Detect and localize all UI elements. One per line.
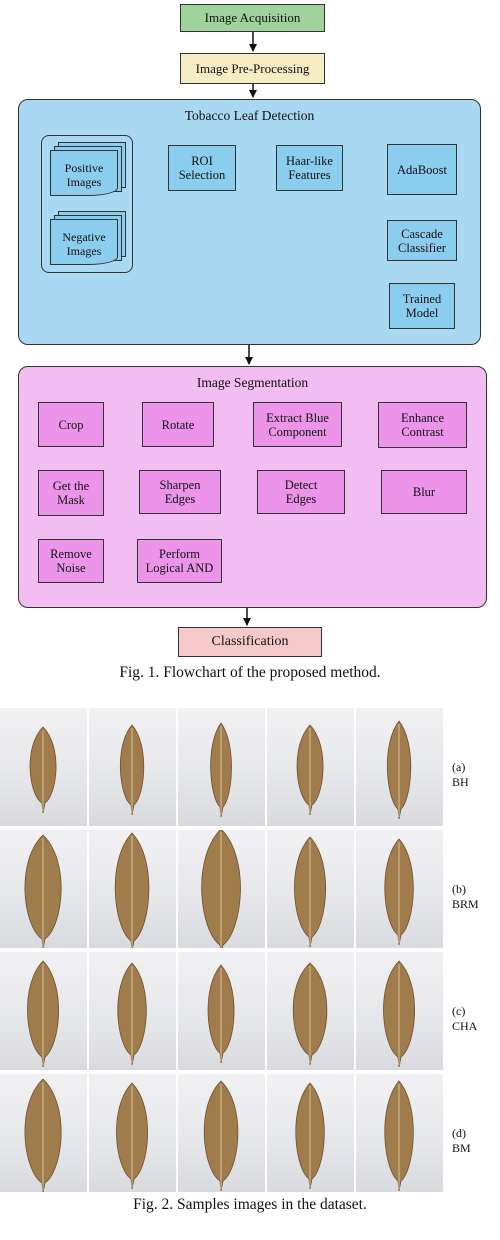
segmentation-title: Image Segmentation xyxy=(196,375,309,390)
cascade-classifier-box: Cascade Classifier xyxy=(387,220,457,261)
figure-2-caption: Fig. 2. Samples images in the dataset. xyxy=(133,1196,367,1213)
tobacco-leaf-image xyxy=(384,1080,414,1192)
dataset-row-label: (c) CHA xyxy=(452,1004,478,1033)
sample-image xyxy=(178,708,265,826)
sample-image xyxy=(267,830,354,948)
tobacco-leaf-image xyxy=(27,960,60,1068)
tobacco-leaf-image xyxy=(296,724,324,816)
rotate-box: Rotate xyxy=(142,402,214,447)
sample-image xyxy=(178,1074,265,1192)
sample-image xyxy=(356,830,443,948)
tobacco-leaf-image xyxy=(29,726,57,814)
roi-selection-box: ROI Selection xyxy=(168,145,236,191)
image-preprocessing-box: Image Pre-Processing xyxy=(180,53,325,84)
dataset-sample-grid: (a) BH (b) BRM (c) CHA (d) BM xyxy=(0,708,479,1192)
tobacco-leaf-image xyxy=(114,832,150,948)
tobacco-leaf-image xyxy=(207,964,235,1064)
tobacco-leaf-image xyxy=(387,720,412,820)
tobacco-leaf-image xyxy=(24,834,62,948)
sample-image xyxy=(0,952,87,1070)
sharpen-edges-box: Sharpen Edges xyxy=(139,470,221,514)
sample-image xyxy=(356,952,443,1070)
detection-title: Tobacco Leaf Detection xyxy=(184,108,315,123)
dataset-row-label: (d) BM xyxy=(452,1126,471,1155)
tobacco-leaf-image xyxy=(116,1082,149,1190)
sample-image xyxy=(356,1074,443,1192)
sample-image xyxy=(356,708,443,826)
tobacco-leaf-image xyxy=(24,1078,62,1192)
sample-image xyxy=(178,952,265,1070)
sample-image xyxy=(267,952,354,1070)
tobacco-leaf-image xyxy=(292,962,328,1066)
sample-image xyxy=(0,1074,87,1192)
tobacco-leaf-image xyxy=(203,1080,239,1192)
get-mask-box: Get the Mask xyxy=(38,470,104,516)
tobacco-leaf-image xyxy=(294,836,327,948)
classification-box: Classification xyxy=(178,627,322,657)
adaboost-box: AdaBoost xyxy=(387,144,457,195)
tobacco-leaf-image xyxy=(295,1082,325,1190)
detect-edges-box: Detect Edges xyxy=(257,470,345,514)
image-acquisition-box: Image Acquisition xyxy=(180,4,325,32)
extract-blue-component-box: Extract Blue Component xyxy=(253,402,342,447)
positive-images-label: Positive Images xyxy=(64,161,104,189)
perform-logical-and-box: Perform Logical AND xyxy=(137,539,222,583)
dataset-row-label: (b) BRM xyxy=(452,882,479,911)
haar-like-features-box: Haar-like Features xyxy=(276,145,343,191)
blur-box: Blur xyxy=(381,470,467,514)
sample-image xyxy=(89,1074,176,1192)
sample-image xyxy=(0,830,87,948)
crop-box: Crop xyxy=(38,402,104,447)
tobacco-leaf-image xyxy=(384,838,414,946)
sample-image xyxy=(267,708,354,826)
figure-1-caption: Fig. 1. Flowchart of the proposed method… xyxy=(119,664,381,681)
tobacco-leaf-image xyxy=(210,722,232,818)
tobacco-leaf-image xyxy=(120,724,145,816)
stack-sheet xyxy=(50,150,118,196)
positive-images-stack: Positive Images xyxy=(50,142,132,198)
tobacco-leaf-image xyxy=(201,830,241,948)
sample-image xyxy=(89,708,176,826)
sample-image xyxy=(178,830,265,948)
trained-model-box: Trained Model xyxy=(389,283,455,329)
sample-image xyxy=(0,708,87,826)
tobacco-leaf-image xyxy=(383,960,416,1068)
remove-noise-box: Remove Noise xyxy=(38,539,104,583)
sample-image xyxy=(89,830,176,948)
stack-sheet xyxy=(50,219,118,265)
negative-images-label: Negative Images xyxy=(62,230,106,258)
negative-images-stack: Negative Images xyxy=(50,211,132,267)
sample-image xyxy=(89,952,176,1070)
dataset-row-label: (a) BH xyxy=(452,760,469,789)
enhance-contrast-box: Enhance Contrast xyxy=(378,402,467,448)
sample-image xyxy=(267,1074,354,1192)
tobacco-leaf-image xyxy=(117,962,147,1066)
